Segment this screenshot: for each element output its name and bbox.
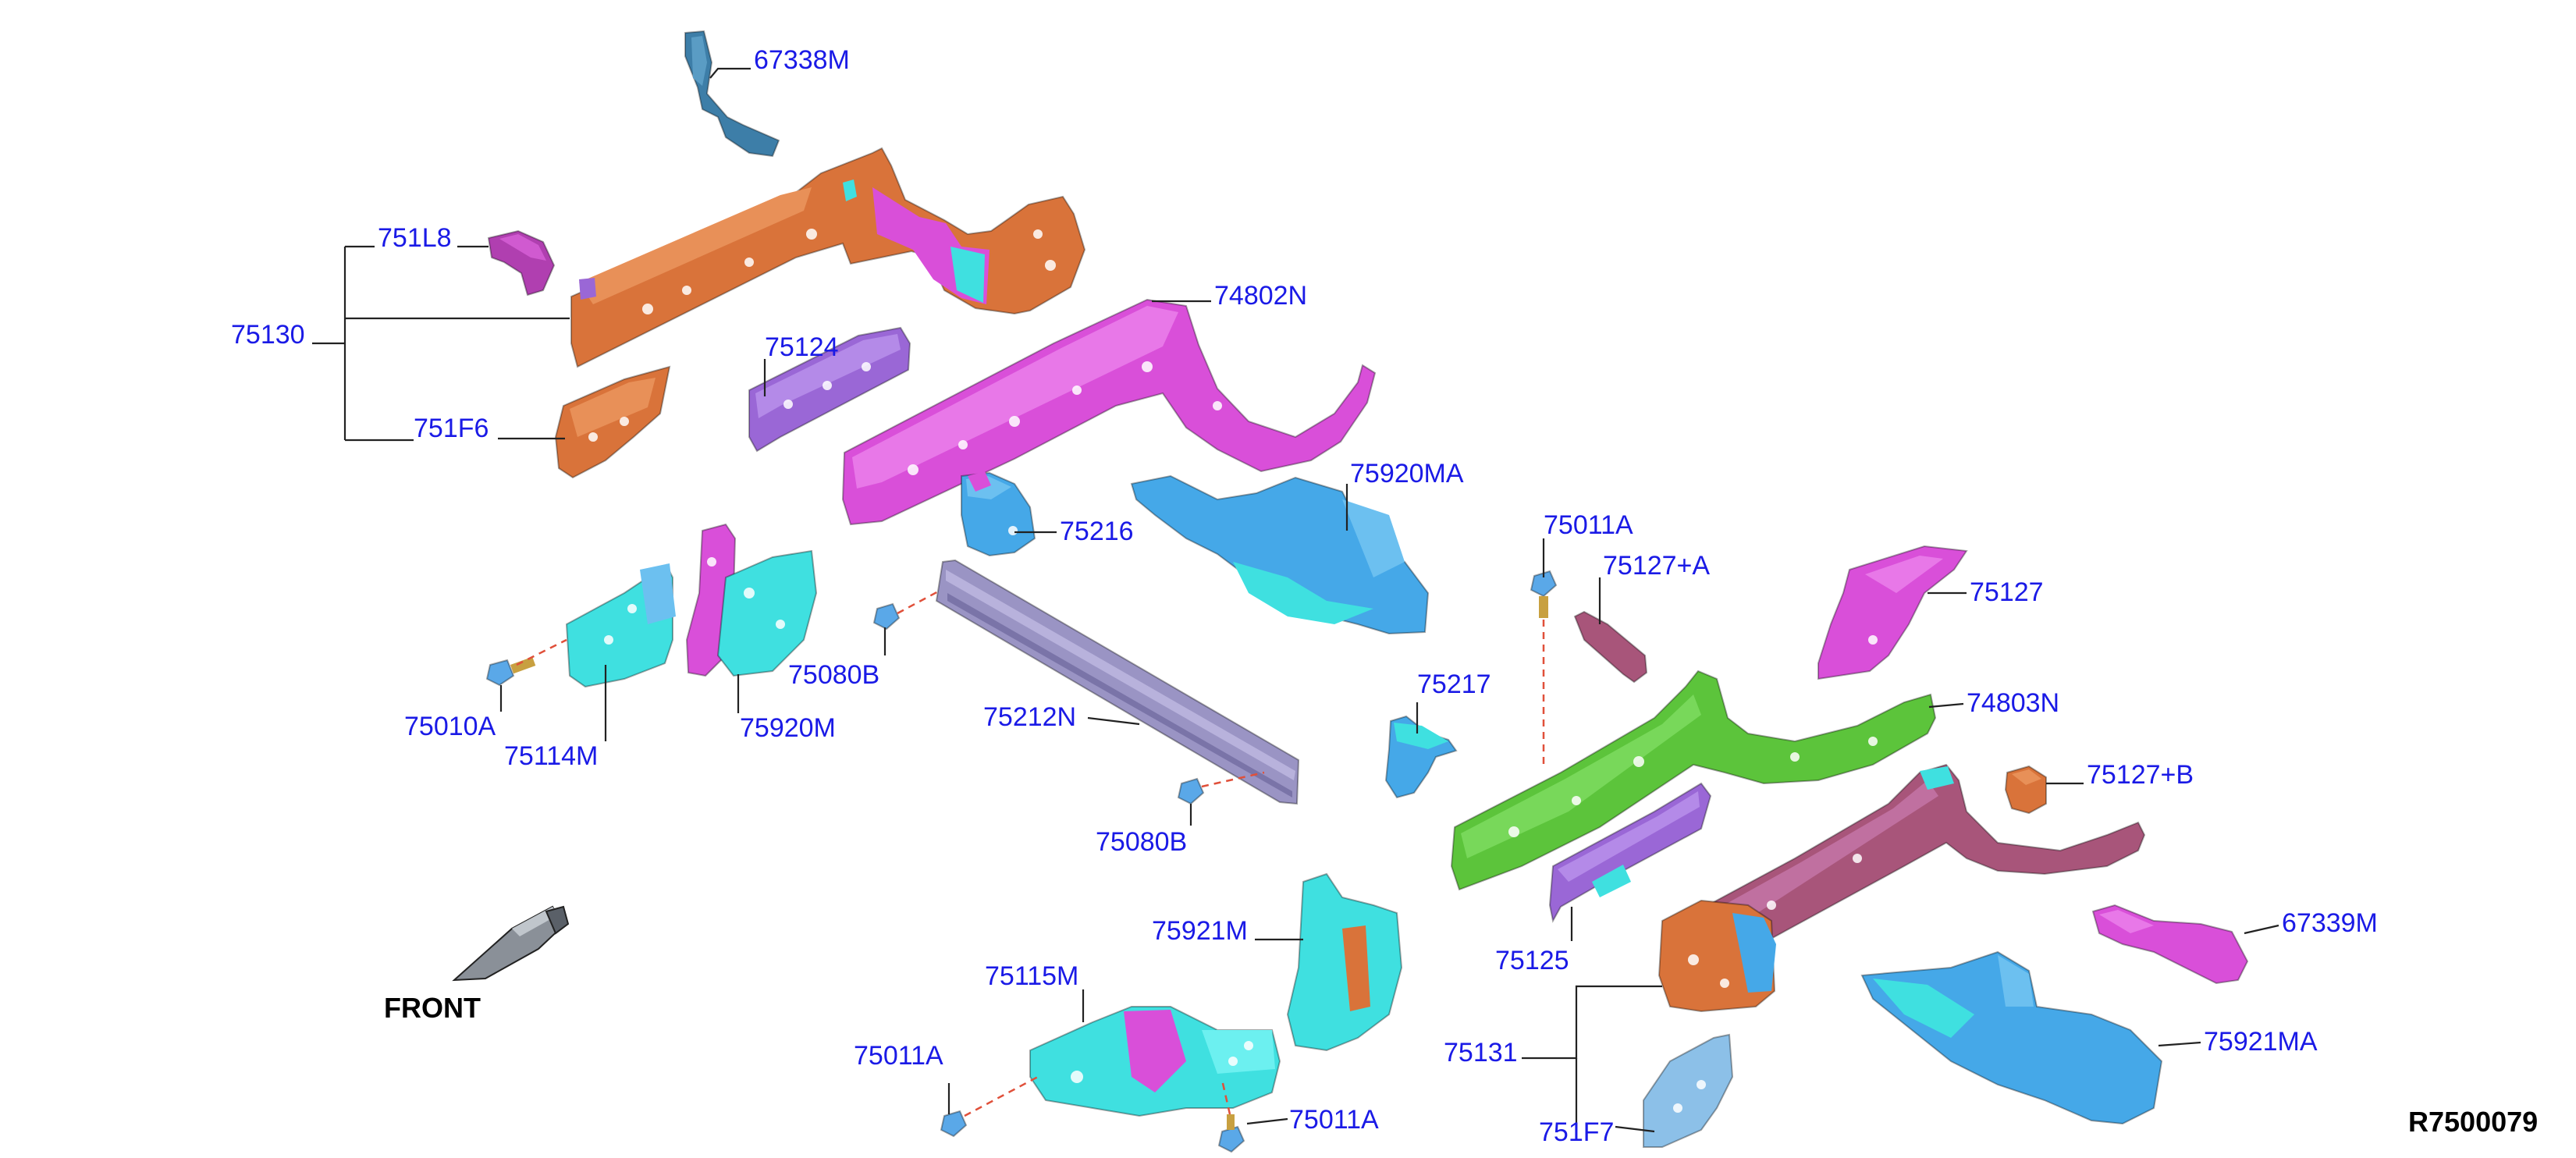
callout-75920M[interactable]: 75920M <box>740 713 836 743</box>
callout-74803N[interactable]: 74803N <box>1967 688 2059 718</box>
callout-75127[interactable]: 75127 <box>1970 577 2044 607</box>
part-75212N <box>935 559 1300 805</box>
part-75080B-upper <box>872 602 901 631</box>
part-75921MA <box>1860 950 2163 1125</box>
callout-75130[interactable]: 75130 <box>231 320 305 350</box>
part-75115M <box>1029 1006 1281 1117</box>
callout-74802N[interactable]: 74802N <box>1214 281 1307 311</box>
callout-75920MA[interactable]: 75920MA <box>1350 459 1464 488</box>
callout-751L8[interactable]: 751L8 <box>378 223 452 253</box>
callout-75011A-bottom[interactable]: 75011A <box>1289 1105 1379 1135</box>
callout-67338M[interactable]: 67338M <box>754 45 850 75</box>
part-75010A <box>485 656 536 687</box>
leader-lines <box>312 67 2279 1133</box>
part-75125 <box>1548 782 1712 923</box>
part-75011A-upper <box>1530 570 1558 618</box>
callout-75124[interactable]: 75124 <box>765 332 839 362</box>
part-75131-block <box>1658 899 1776 1013</box>
part-75127B <box>2004 765 2047 815</box>
callout-75127B[interactable]: 75127+B <box>2087 760 2194 790</box>
part-67339M <box>2091 904 2249 985</box>
callout-75114M[interactable]: 75114M <box>504 741 598 771</box>
callout-751F6[interactable]: 751F6 <box>414 414 489 443</box>
callout-75011A-upper[interactable]: 75011A <box>1544 510 1633 540</box>
callout-75212N[interactable]: 75212N <box>983 702 1076 732</box>
callout-751F7[interactable]: 751F7 <box>1539 1117 1614 1147</box>
callout-75125[interactable]: 75125 <box>1495 946 1569 975</box>
part-74802N <box>841 298 1377 526</box>
callout-75921MA[interactable]: 75921MA <box>2204 1027 2318 1057</box>
callout-75127A[interactable]: 75127+A <box>1603 551 1710 581</box>
part-75131 <box>1692 763 2146 966</box>
part-75127 <box>1817 545 1968 680</box>
callout-75217[interactable]: 75217 <box>1417 670 1491 699</box>
callout-75115M[interactable]: 75115M <box>985 961 1078 991</box>
front-label: FRONT <box>384 992 481 1024</box>
part-75920M <box>685 523 818 677</box>
part-67338M <box>684 30 780 158</box>
callout-75010A[interactable]: 75010A <box>404 712 496 741</box>
part-75921M <box>1286 872 1403 1052</box>
callout-75080B-lower[interactable]: 75080B <box>1096 827 1187 857</box>
part-75080B-lower <box>1177 777 1205 805</box>
callout-75921M[interactable]: 75921M <box>1152 916 1248 946</box>
part-75127A <box>1573 610 1648 684</box>
part-75011A-left <box>940 1110 968 1138</box>
part-75130 <box>570 147 1086 368</box>
callout-labels: 67338M 751L8 75130 751F6 75124 74802N 75… <box>231 45 2378 1147</box>
assembly-dash-lines <box>516 588 1545 1117</box>
part-75011A-bottom <box>1217 1114 1245 1153</box>
callout-75131[interactable]: 75131 <box>1444 1038 1518 1067</box>
part-75114M <box>565 563 676 688</box>
part-75217 <box>1384 715 1458 799</box>
callout-75011A-lower-left[interactable]: 75011A <box>854 1041 943 1071</box>
diagram-id: R7500079 <box>2408 1106 2538 1138</box>
callout-75080B-upper[interactable]: 75080B <box>788 660 879 690</box>
front-arrow-icon <box>452 905 570 982</box>
part-751L8 <box>487 229 556 297</box>
callout-67339M[interactable]: 67339M <box>2282 908 2378 938</box>
callout-75216[interactable]: 75216 <box>1060 517 1134 546</box>
part-751F6 <box>554 365 671 479</box>
part-75124 <box>748 326 911 453</box>
part-751F7 <box>1643 1033 1734 1148</box>
part-75920MA <box>1130 474 1430 635</box>
part-75216 <box>961 471 1036 557</box>
